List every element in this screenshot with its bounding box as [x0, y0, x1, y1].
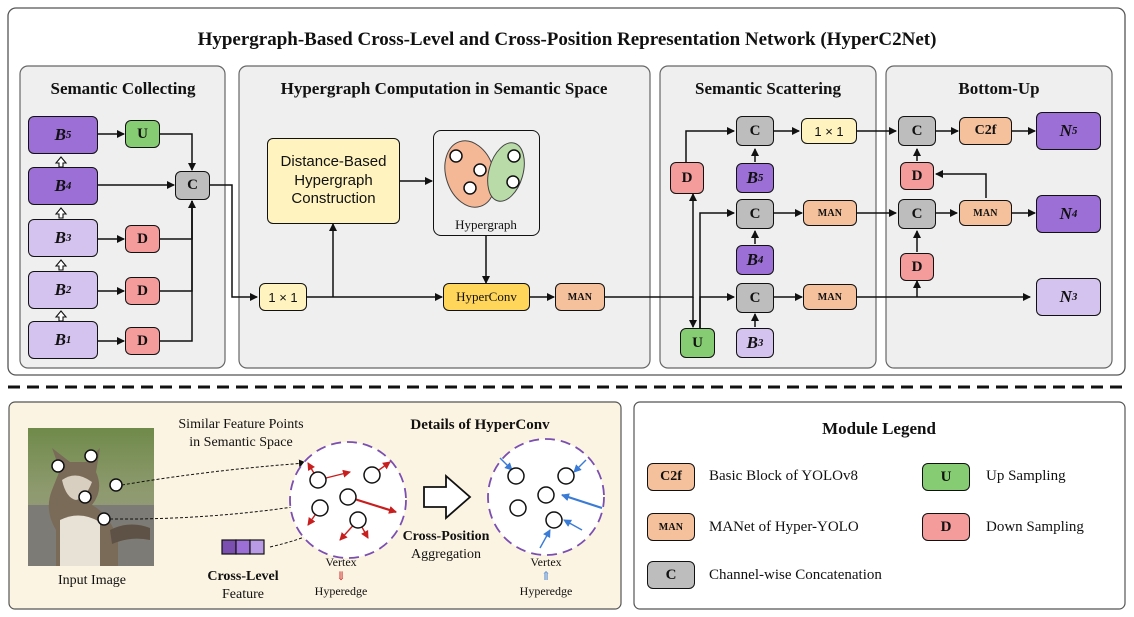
- c2f-node: C2f: [959, 117, 1012, 145]
- legend-c2f-text: Basic Block of YOLOv8: [709, 468, 859, 484]
- cross-level-label: Cross-Level: [207, 569, 279, 584]
- right-arrow-icon: [423, 474, 472, 520]
- man-node-bu: MAN: [959, 200, 1012, 226]
- legend-u-text: Up Sampling: [986, 468, 1066, 484]
- distance-line-2: Hypergraph: [294, 171, 373, 189]
- downsample-node-bu-top: D: [900, 162, 934, 190]
- conv1x1-scatter: 1 × 1: [801, 118, 857, 144]
- legend-c2f-tag: C2f: [647, 463, 695, 491]
- man-node-hgc: MAN: [555, 283, 605, 311]
- main-title: Hypergraph-Based Cross-Level and Cross-P…: [197, 29, 937, 50]
- hyperconv-node: HyperConv: [443, 283, 530, 311]
- up-arrow-icon: ⇑: [540, 569, 552, 583]
- concat-node-bottom: C: [736, 283, 774, 313]
- conv1x1-node: 1 × 1: [259, 283, 307, 311]
- semantic-space-right: [487, 438, 605, 556]
- aggregation-label: Aggregation: [411, 547, 481, 562]
- cat-photo: [28, 428, 154, 566]
- concat-node-collect: C: [175, 171, 210, 200]
- distance-line-1: Distance-Based: [280, 152, 387, 170]
- downsample-node-b3: D: [125, 225, 160, 253]
- panel-title-bottomup: Bottom-Up: [958, 79, 1040, 98]
- feature-label: Feature: [222, 587, 264, 602]
- man-node-scatter-bottom: MAN: [803, 284, 857, 310]
- panel-title-collecting: Semantic Collecting: [50, 79, 196, 98]
- downsample-node-b1: D: [125, 327, 160, 355]
- distance-hypergraph-box: Distance-Based Hypergraph Construction: [267, 138, 400, 224]
- downsample-node-b2: D: [125, 277, 160, 305]
- hypergraph-label: Hypergraph: [455, 217, 517, 232]
- legend-d-tag: D: [922, 513, 970, 541]
- hyperedge-label-right: Hyperedge: [519, 584, 573, 598]
- cross-position-label: Cross-Position: [402, 529, 490, 544]
- details-title: Details of HyperConv: [410, 417, 550, 433]
- downsample-node-scatter: D: [670, 162, 704, 194]
- hypergraph-box: [433, 130, 540, 236]
- similar-line-1: Similar Feature Points: [178, 417, 304, 432]
- similar-line-2: in Semantic Space: [189, 435, 293, 450]
- distance-line-3: Construction: [291, 190, 376, 208]
- upsample-node: U: [125, 120, 160, 148]
- legend-c-tag: C: [647, 561, 695, 589]
- legend-d-text: Down Sampling: [986, 519, 1084, 535]
- concat-node-bu-mid: C: [898, 199, 936, 229]
- upsample-node-scatter: U: [680, 328, 715, 358]
- legend-c-text: Channel-wise Concatenation: [709, 567, 882, 583]
- semantic-space-left: [289, 441, 407, 559]
- legend-u-tag: U: [922, 463, 970, 491]
- panel-title-hypergraph: Hypergraph Computation in Semantic Space: [280, 79, 608, 98]
- downsample-node-bu-bottom: D: [900, 253, 934, 281]
- panel-title-scattering: Semantic Scattering: [695, 79, 841, 98]
- vertex-label-left: Vertex: [325, 555, 357, 569]
- concat-node-top: C: [736, 116, 774, 146]
- input-image-label: Input Image: [57, 573, 127, 588]
- stack-up-arrows: [54, 156, 68, 322]
- vertex-label-right: Vertex: [530, 555, 562, 569]
- hyperedge-label-left: Hyperedge: [314, 584, 368, 598]
- hypergraph-icon: [444, 140, 525, 208]
- legend-title: Module Legend: [822, 419, 936, 438]
- concat-node-bu-top: C: [898, 116, 936, 146]
- man-node-scatter-mid: MAN: [803, 200, 857, 226]
- feature-bar-icon: [221, 539, 265, 555]
- down-arrow-icon: ⇓: [335, 569, 347, 583]
- legend-man-tag: MAN: [647, 513, 695, 541]
- legend-man-text: MANet of Hyper-YOLO: [709, 519, 859, 535]
- concat-node-mid: C: [736, 199, 774, 229]
- legend-panel: [633, 401, 1126, 610]
